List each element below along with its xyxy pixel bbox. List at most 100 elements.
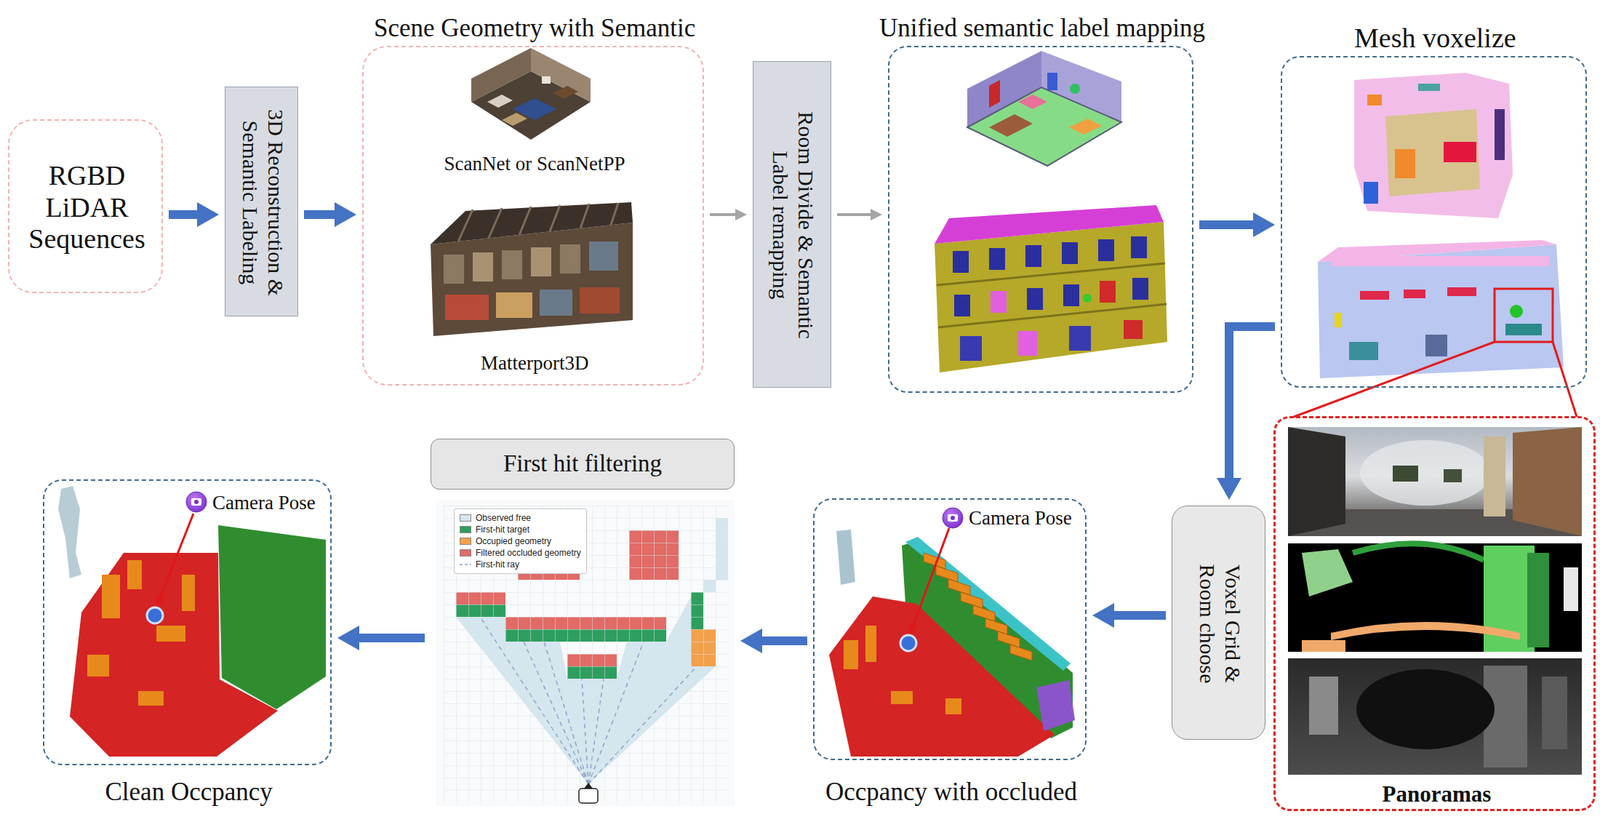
camera-icon-part [191,498,202,506]
depth-panorama-part [1309,676,1339,735]
semantic-panorama-part [1301,640,1346,652]
voxel-room-part [1385,109,1480,197]
occupancy-clean-part [69,552,278,757]
semantic-panorama-part [1352,543,1484,560]
camera-icon-part [950,515,955,520]
occupancy-occluded-part [890,690,913,704]
stair-voxels-part [960,592,983,608]
semantic-mesh-room-part [989,80,1000,108]
semantic-mesh-building-part [936,263,1166,286]
matterport-scan-part [488,208,502,238]
first-hit-grid-part [436,500,735,806]
semantic-panorama-part [1288,543,1582,652]
stair-voxels-part [997,631,1020,648]
flow-arrow [1199,220,1254,230]
semantic-mesh-room-part [1069,118,1102,135]
semantic-mesh-room-part [1018,94,1048,110]
voxel-room-part [1354,72,1513,219]
panel-caption: Clean Occpancy [105,777,273,807]
matterport-scan-part [560,244,581,274]
sensor-icon-part [578,788,598,803]
legend-box: Observed freeFirst-hit targetOccupied ge… [453,508,587,574]
semantic-panorama-part [1563,567,1579,611]
matterport-scan-part [580,203,590,229]
camera-icon [186,491,207,512]
process-box: Room Divide & Semantic Label remapping [752,61,832,388]
legend-line-sample-part [459,563,472,566]
process-box: 3D Reconstruction & Semantic Labeling [224,86,299,317]
semantic-mesh-building-part [934,205,1164,244]
voxel-building-part [1360,290,1390,300]
matterport-scan-part [589,241,619,271]
matterport-scan-part [445,294,489,320]
voxel-building-part [1494,288,1553,342]
legend-swatch [459,525,472,534]
semantic-mesh-building-part [960,336,982,361]
voxel-building-part [1334,312,1342,328]
semantic-mesh-building-part [989,248,1006,270]
occupancy-occluded [829,507,1075,757]
legend-row: First-hit ray [459,558,582,571]
matterport-scan-part [496,292,533,318]
legend-row: Occupied geometry [459,535,582,547]
stair-voxels-part [973,605,995,622]
occupancy-panel: Clean OccpancyCamera Pose [42,479,332,766]
occupancy-clean-part [138,690,164,706]
occupancy-clean-part [157,513,194,606]
legend-label: First-hit target [475,524,530,535]
matterport-scan-part [430,202,633,245]
voxel-room-part [1394,149,1416,179]
rgb-panorama-part [1288,426,1582,536]
legend-row: Observed free [459,512,582,524]
legend-swatch [459,514,472,522]
semantic-panorama-part [1330,621,1520,640]
occupancy-clean-part [127,560,142,590]
stair-voxels-part [1010,644,1032,661]
filter-panel: First hit filteringObserved freeFirst-hi… [430,438,735,810]
process-box: Voxel Grid & Room choose [1171,505,1266,740]
mapping-panel: Unified semantic label mapping [888,45,1194,393]
occupancy-clean-part [87,654,110,677]
rgb-panorama-part [1360,440,1491,506]
semantic-mesh-building-part [1018,330,1038,356]
voxel-building-part [1330,256,1550,267]
occupancy-occluded-part [1036,680,1075,731]
legend-row: First-hit target [459,523,582,536]
dataset-name: Matterport3D [480,352,589,375]
voxel-building-part [1425,334,1448,357]
voxel-room [1354,72,1513,219]
occupancy-panel: Occpancy with occludedCamera Pose [813,498,1087,760]
scannet-scan [471,48,591,140]
voxel-room-part [1418,83,1440,91]
input-box: RGBD LiDAR Sequences [8,119,163,294]
rgb-panorama-part [1288,426,1346,536]
semantic-mesh-room-part [989,114,1033,137]
legend-label: Occupied geometry [475,536,552,547]
semantic-mesh-building [934,205,1168,373]
zoom-leader-lines-part [1293,341,1495,417]
matterport-scan-part [539,289,573,316]
voxel-building [1317,240,1564,379]
zoom-leader-lines-part [1552,341,1577,417]
voxel-room-part [1367,94,1382,106]
rgb-panorama-part [1512,426,1582,536]
scannet-scan-part [530,48,591,102]
legend-swatch [459,549,472,557]
semantic-mesh-building-part [1025,245,1042,267]
dataset-panel: Scene Geometry with SemanticScanNet or S… [362,45,704,386]
occupancy-clean-part [58,485,82,579]
flow-arrow [762,636,808,646]
scannet-scan-part [501,112,528,126]
semantic-mesh-building-part [990,290,1007,313]
camera-icon-part [947,514,958,522]
dataset-name: ScanNet or ScanNetPP [444,152,626,176]
panel-heading: Mesh voxelize [1354,22,1517,55]
semantic-mesh-building-part [954,294,971,317]
panel-caption: Panoramas [1382,781,1492,808]
voxel-building-part [1349,341,1379,360]
legend-label: Filtered occluded geometry [475,547,582,558]
flow-arrow [168,210,198,219]
semantic-mesh-building-part [1061,242,1078,264]
matterport-scan-part [579,287,620,314]
occupancy-clean-part [218,525,326,710]
